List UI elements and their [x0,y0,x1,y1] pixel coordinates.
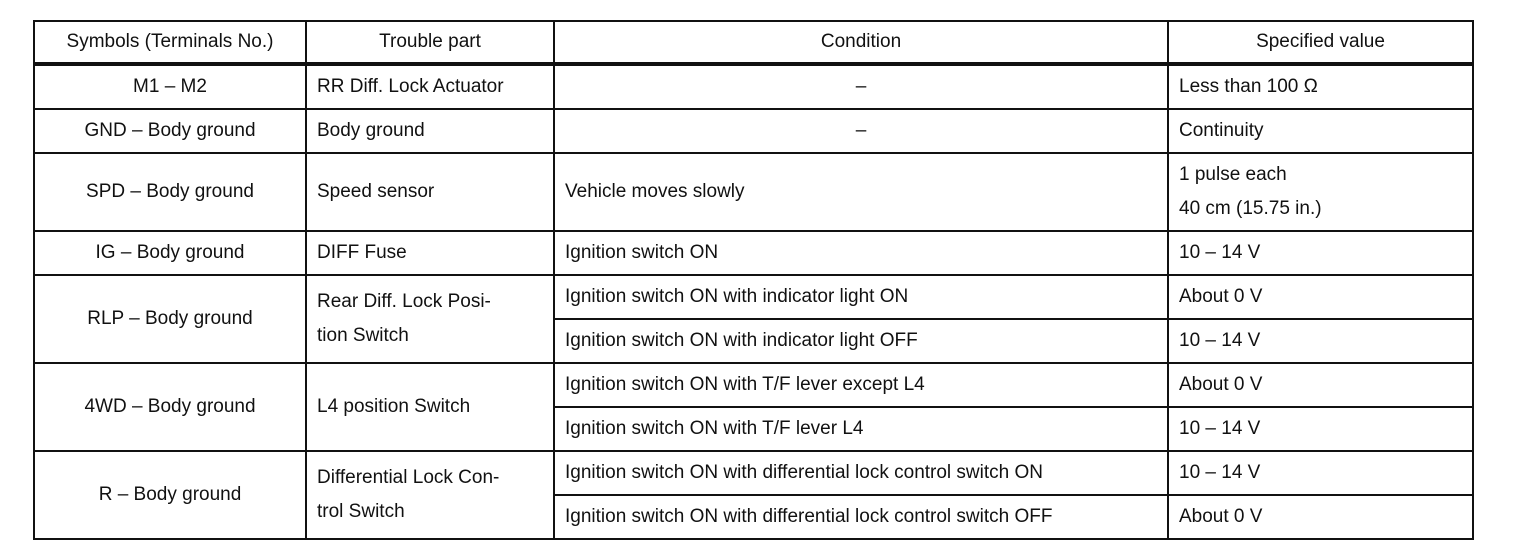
cell-condition: Ignition switch ON with T/F lever except… [553,362,1169,408]
cell-symbols: M1 – M2 [33,63,307,110]
cell-condition: Ignition switch ON with T/F lever L4 [553,406,1169,452]
cell-symbols: SPD – Body ground [33,152,307,232]
part-line-1: Rear Diff. Lock Posi- [317,291,491,312]
cell-trouble-part: DIFF Fuse [305,230,555,276]
cell-condition: Ignition switch ON with indicator light … [553,318,1169,364]
cell-symbols: RLP – Body ground [33,274,307,364]
table-row: Ignition switch ON with indicator light … [34,318,1474,364]
cell-symbols: GND – Body ground [33,108,307,154]
cell-condition: Ignition switch ON with differential loc… [553,494,1169,540]
table-row: SPD – Body ground Speed sensor Vehicle m… [33,152,1474,232]
cell-symbols: IG – Body ground [33,230,307,276]
value-line-1: 1 pulse each [1179,164,1287,185]
cell-condition: Ignition switch ON with differential loc… [553,450,1169,496]
cell-condition: Ignition switch ON with indicator light … [553,274,1169,320]
cell-trouble-part: Body ground [305,108,555,154]
cell-trouble-part: Differential Lock Con- trol Switch [305,450,555,540]
header-row: Symbols (Terminals No.) Trouble part Con… [33,20,1474,66]
cell-specified-value: About 0 V [1167,494,1474,540]
cell-trouble-part: RR Diff. Lock Actuator [305,63,555,110]
table-row: 4WD – Body ground L4 position Switch Ign… [33,362,1474,452]
table-row: GND – Body ground Body ground – Continui… [33,108,1474,154]
cell-specified-value: 10 – 14 V [1167,450,1474,496]
cell-condition: Ignition switch ON [553,230,1169,276]
specification-table: Symbols (Terminals No.) Trouble part Con… [33,20,1474,540]
cell-specified-value: 10 – 14 V [1167,406,1474,452]
part-line-2: tion Switch [317,325,409,346]
cell-specified-value: Continuity [1167,108,1474,154]
header-trouble-part: Trouble part [305,20,555,66]
table-row: RLP – Body ground Rear Diff. Lock Posi- … [33,274,1474,364]
cell-specified-value: 10 – 14 V [1167,230,1474,276]
header-specified-value: Specified value [1167,20,1474,66]
cell-symbols: R – Body ground [33,450,307,540]
cell-specified-value: 1 pulse each 40 cm (15.75 in.) [1167,152,1474,232]
cell-condition: – [553,63,1169,110]
table-row: Ignition switch ON with differential loc… [34,494,1474,540]
cell-trouble-part: Rear Diff. Lock Posi- tion Switch [305,274,555,364]
header-condition: Condition [553,20,1169,66]
cell-specified-value: 10 – 14 V [1167,318,1474,364]
cell-specified-value: Less than 100 Ω [1167,63,1474,110]
cell-trouble-part: Speed sensor [305,152,555,232]
cell-condition: – [553,108,1169,154]
table-row: M1 – M2 RR Diff. Lock Actuator – Less th… [33,63,1474,110]
cell-condition: Vehicle moves slowly [553,152,1169,232]
table-row: R – Body ground Differential Lock Con- t… [33,450,1474,540]
table-row: IG – Body ground DIFF Fuse Ignition swit… [33,230,1474,276]
part-line-2: trol Switch [317,501,405,522]
cell-trouble-part: L4 position Switch [305,362,555,452]
part-line-1: Differential Lock Con- [317,467,500,488]
table-row: Ignition switch ON with T/F lever L4 10 … [34,406,1474,452]
cell-specified-value: About 0 V [1167,362,1474,408]
header-symbols: Symbols (Terminals No.) [33,20,307,66]
cell-symbols: 4WD – Body ground [33,362,307,452]
value-line-2: 40 cm (15.75 in.) [1179,198,1322,219]
cell-specified-value: About 0 V [1167,274,1474,320]
